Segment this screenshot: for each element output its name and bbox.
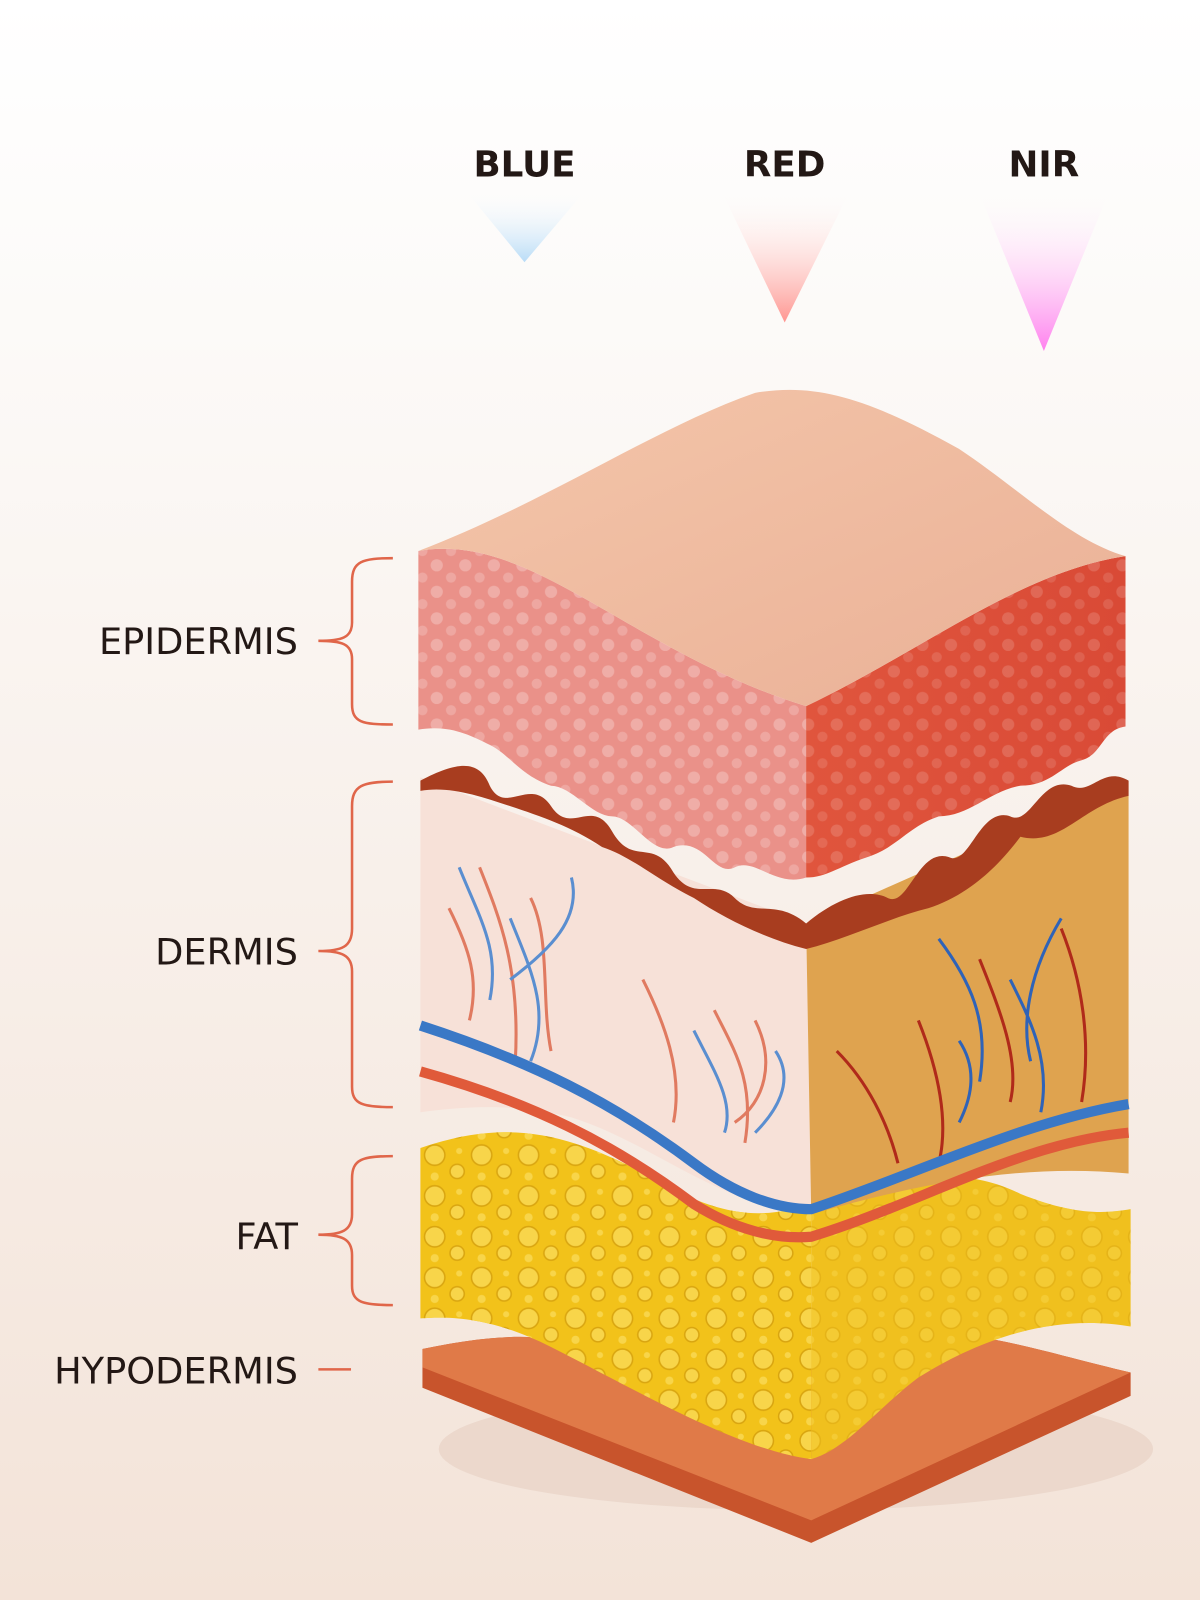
red-light-indicator: RED — [720, 145, 852, 323]
fat-label: FAT — [236, 1215, 299, 1258]
fat-bracket — [318, 1154, 393, 1307]
dermis-label: DERMIS — [155, 930, 298, 973]
epidermis-bracket — [318, 556, 393, 726]
blue-light-indicator: BLUE — [464, 145, 587, 263]
epidermis-layer — [418, 389, 1126, 880]
dermis-bracket — [318, 780, 393, 1109]
nir-light-indicator: NIR — [977, 145, 1111, 352]
hypodermis-label: HYPODERMIS — [54, 1350, 298, 1393]
nir-label: NIR — [1009, 145, 1080, 186]
red-label: RED — [744, 145, 826, 186]
epidermis-label: EPIDERMIS — [99, 620, 298, 663]
blue-label: BLUE — [473, 145, 575, 186]
dermis-layer — [418, 765, 1130, 1243]
